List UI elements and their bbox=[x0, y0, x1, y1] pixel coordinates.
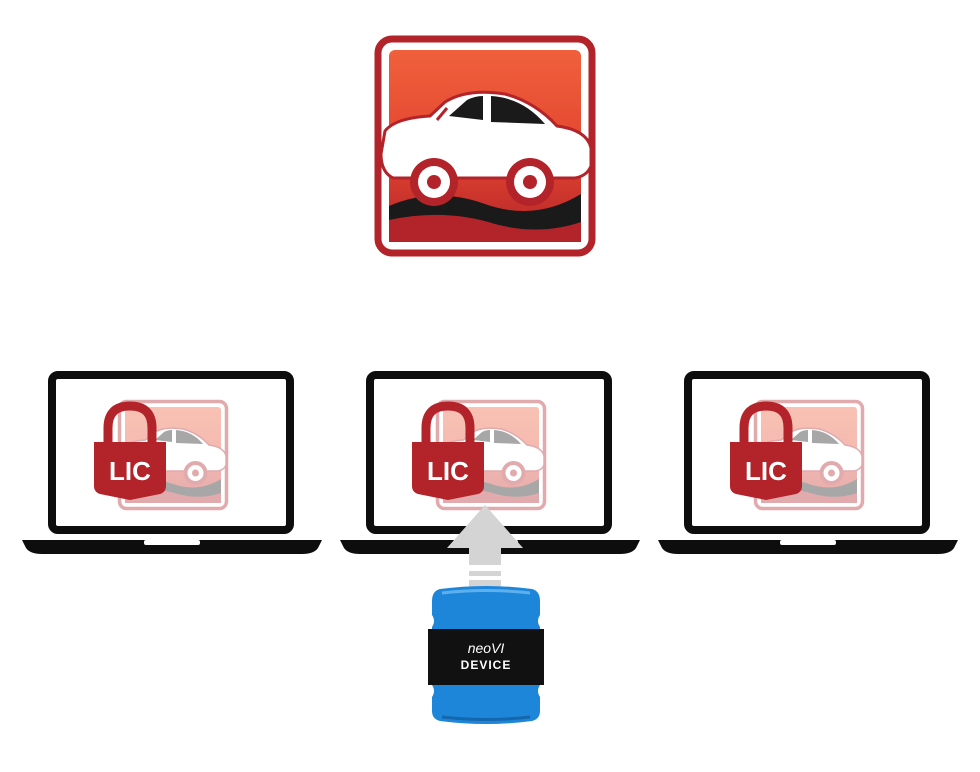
lic-badge-3: LIC bbox=[745, 456, 787, 486]
laptop-1: LIC bbox=[22, 375, 322, 554]
padlock-icon: LIC bbox=[730, 406, 802, 500]
laptop-icon bbox=[22, 375, 322, 554]
device-label: DEVICE bbox=[461, 658, 512, 672]
lic-badge-2: LIC bbox=[427, 456, 469, 486]
arrow-up-icon bbox=[447, 505, 523, 588]
padlock-icon: LIC bbox=[412, 406, 484, 500]
laptop-3: LIC bbox=[658, 375, 958, 554]
laptop-icon bbox=[658, 375, 958, 554]
device-brand: neoVI bbox=[468, 640, 505, 656]
laptop-2: LIC bbox=[340, 375, 640, 554]
neovi-device-icon: neoVI DEVICE bbox=[428, 586, 544, 724]
lic-badge-1: LIC bbox=[109, 456, 151, 486]
padlock-icon: LIC bbox=[94, 406, 166, 500]
car-app-icon bbox=[378, 39, 592, 253]
